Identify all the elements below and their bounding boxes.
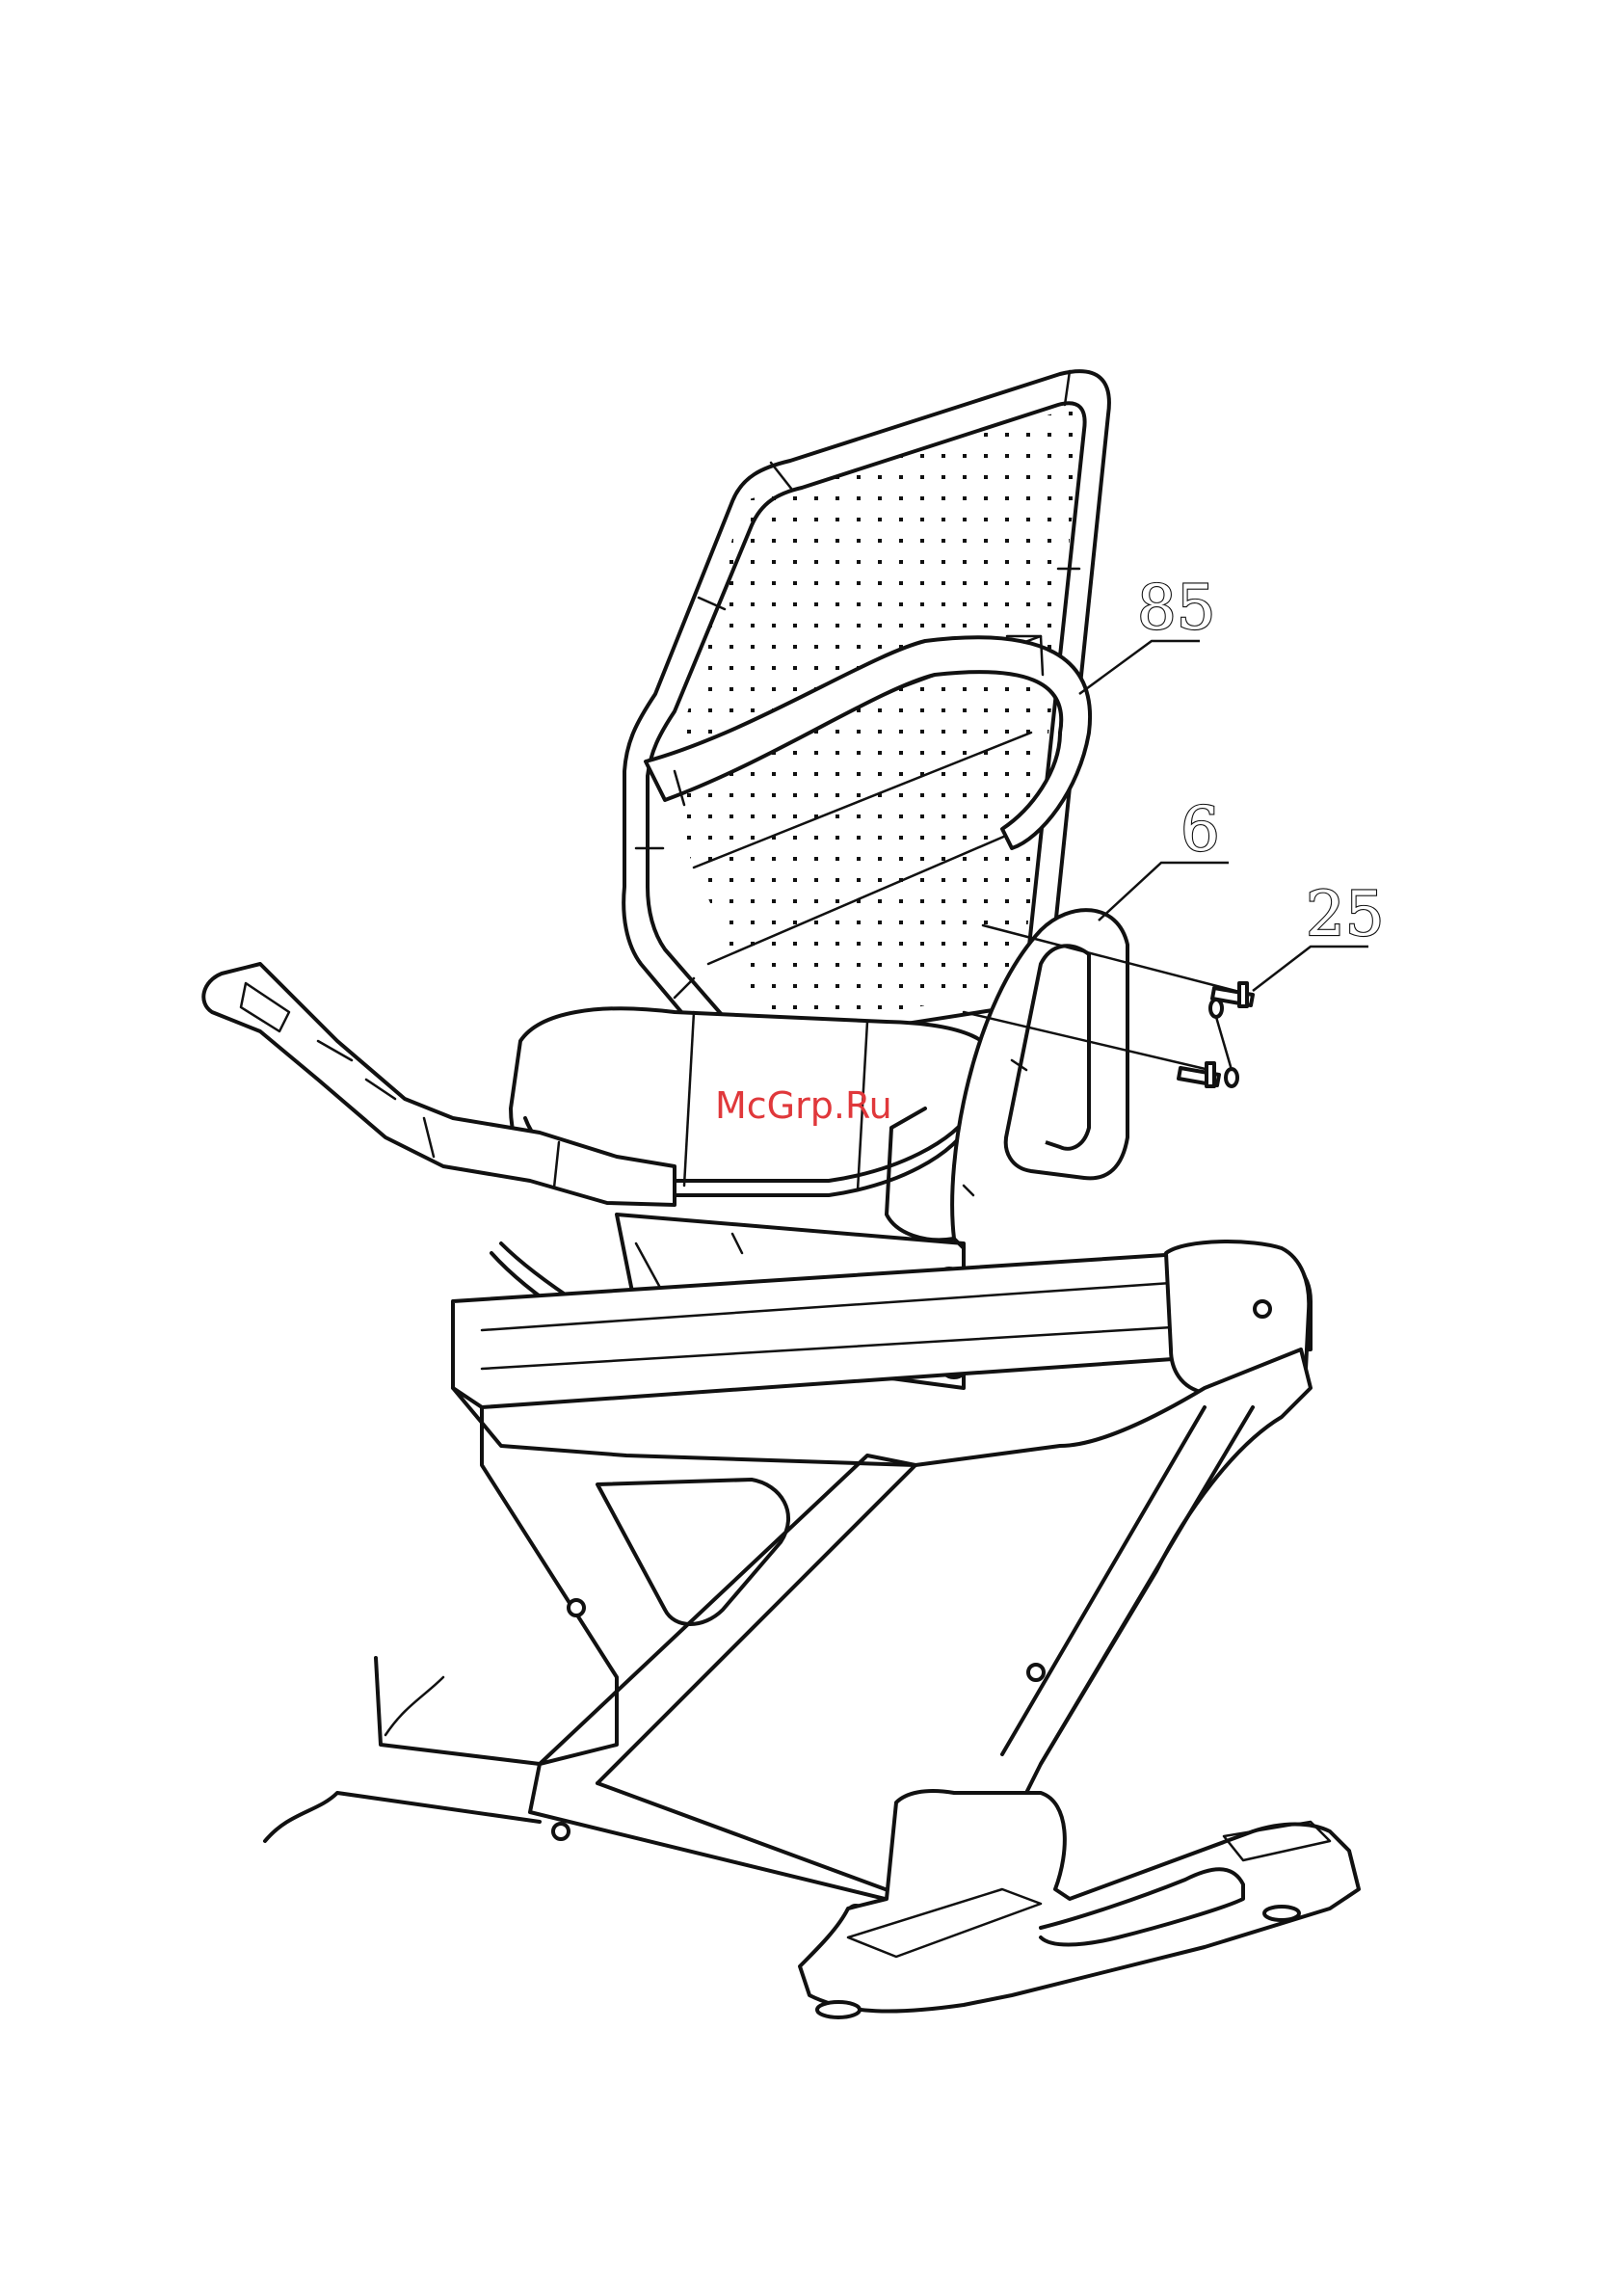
callout-25-label: 25 — [1306, 879, 1384, 950]
callout-85-label: 85 — [1137, 573, 1215, 644]
callout-85: 85 — [1079, 573, 1215, 694]
callout-6: 6 — [1099, 794, 1229, 921]
callout-6-label: 6 — [1180, 794, 1220, 866]
washer-2 — [1226, 1069, 1237, 1086]
washer-1 — [1210, 1000, 1222, 1017]
callout-25: 25 — [1253, 879, 1384, 991]
front-frame-section — [265, 1658, 540, 1841]
main-frame — [453, 1349, 1311, 1921]
watermark-text: McGrp.Ru — [715, 1084, 892, 1127]
